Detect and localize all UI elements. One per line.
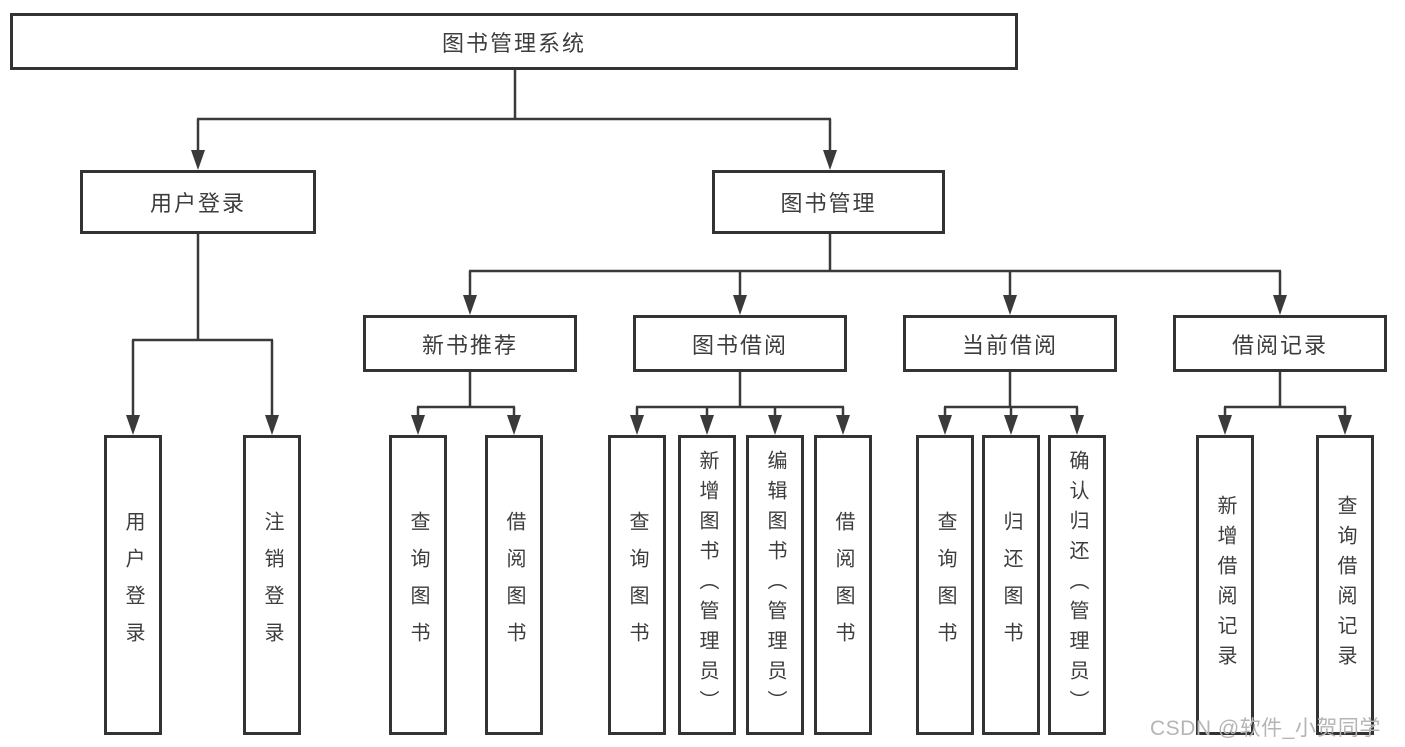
leaf-user-login: 用户登录 [104,435,162,735]
leaf-records-add-record: 新增借阅记录 [1196,435,1254,735]
leaf-borrow-edit-books-admin: 编辑图书（管理员） [746,435,804,735]
node-library-management-system: 图书管理系统 [10,13,1018,70]
node-book-management: 图书管理 [712,170,945,234]
leaf-recommend-borrow-books: 借阅图书 [485,435,543,735]
leaf-borrow-add-books-admin: 新增图书（管理员） [678,435,736,735]
node-new-book-recommend: 新书推荐 [363,315,577,372]
leaf-current-return-books: 归还图书 [982,435,1040,735]
leaf-current-query-books: 查询图书 [916,435,974,735]
node-current-borrow: 当前借阅 [903,315,1117,372]
leaf-borrow-query-books: 查询图书 [608,435,666,735]
leaf-borrow-borrow-books: 借阅图书 [814,435,872,735]
node-borrow-records: 借阅记录 [1173,315,1387,372]
leaf-logout: 注销登录 [243,435,301,735]
node-user-login: 用户登录 [80,170,316,234]
csdn-watermark: CSDN @软件_小贺同学 [1150,717,1381,740]
leaf-current-confirm-return-admin: 确认归还（管理员） [1048,435,1106,735]
node-book-borrow: 图书借阅 [633,315,847,372]
leaf-recommend-query-books: 查询图书 [389,435,447,735]
leaf-records-query-record: 查询借阅记录 [1316,435,1374,735]
